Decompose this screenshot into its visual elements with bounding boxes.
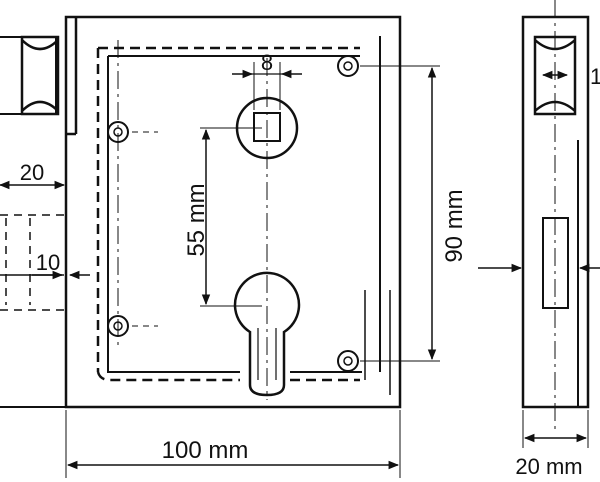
dim-width-label: 100 mm [162,437,249,464]
side-slot [542,217,569,309]
dim-backset-bottom-label: 10 [36,250,60,275]
keyhole-inner [257,328,277,380]
lock-body-outline [64,15,402,409]
screw-hole-bottom-right [337,350,359,372]
front-view [64,15,402,409]
dim-partial-right: 1 [541,64,600,89]
euro-cylinder-keyhole [233,271,301,397]
screw-hole-bottom-left [107,315,158,337]
screw-hole-top-left [107,121,158,143]
dim-depth-label: 20 mm [515,454,582,479]
dim-depth: 20 mm [515,410,589,479]
dim-backset-bottom: 10 [0,250,90,280]
dim-center-distance-label: 55 mm [183,183,210,256]
inner-case [107,36,381,373]
side-view [521,0,590,430]
dim-height-label: 90 mm [441,189,468,262]
screw-hole-top-right [337,55,359,77]
strike-plate-view [0,35,66,408]
dim-keyhole-spacing: 8 [232,50,302,110]
dim-partial-right-label: 1 [590,64,600,89]
inner-case-dashed [96,46,360,382]
follower-square-hole [253,112,281,142]
dim-keyhole-spacing-label: 8 [261,50,273,75]
side-roller [533,35,577,116]
dim-height: 90 mm [360,65,468,362]
dim-backset-top: 20 [0,160,66,190]
dim-backset-top-label: 20 [20,160,44,185]
dim-center-distance: 55 mm [183,127,262,307]
roller-catch [20,35,60,116]
dim-width: 100 mm [65,410,401,478]
inner-case-right-step [364,290,391,395]
